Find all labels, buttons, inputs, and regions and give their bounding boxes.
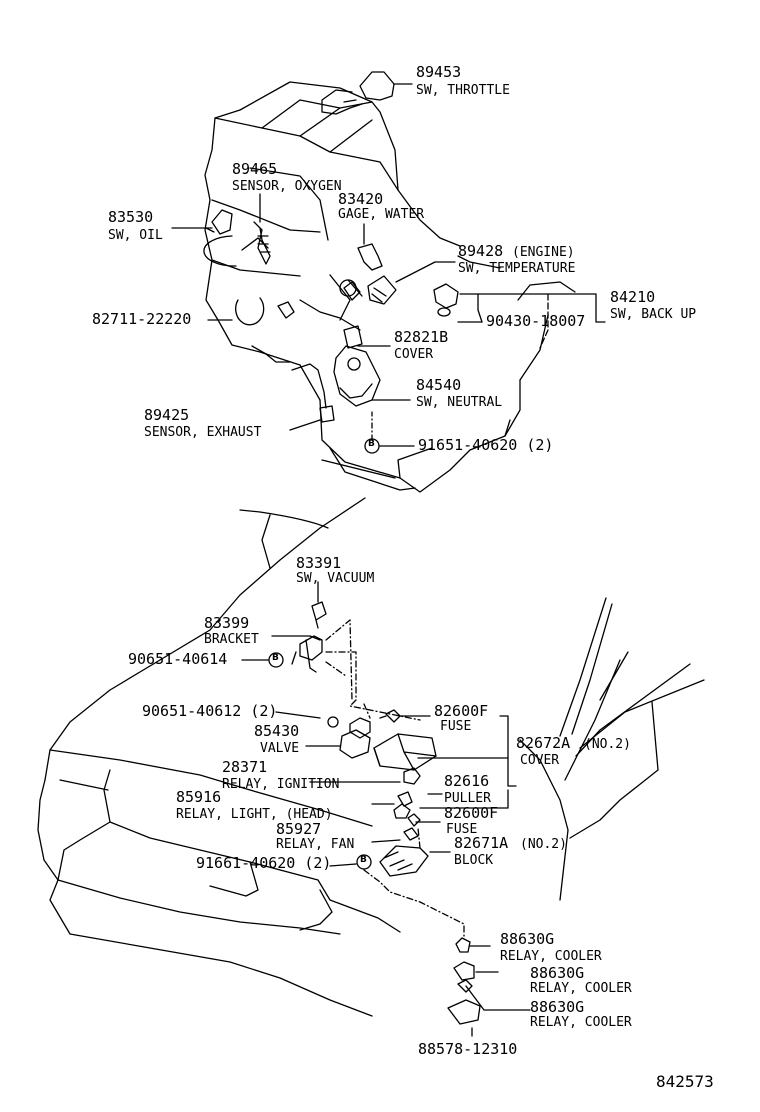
- part-number-82600F-lower: 82600F: [444, 804, 499, 822]
- part-number-88578: 88578-12310: [418, 1040, 518, 1058]
- part-name-89453: SW, THROTTLE: [416, 83, 510, 98]
- part-name-89425: SENSOR, EXHAUST: [144, 425, 262, 440]
- backup-switch: [433, 283, 459, 317]
- part-name-28371: RELAY, IGNITION: [222, 777, 340, 792]
- cooler-relays: [453, 937, 475, 993]
- part-number-89425: 89425: [144, 406, 190, 424]
- part-name-82616: PULLER: [444, 791, 491, 806]
- temperature-switch: [367, 275, 397, 305]
- relay-cover: [373, 733, 437, 771]
- part-name-82672A: COVER: [520, 753, 560, 768]
- valve: [327, 716, 371, 759]
- part-name-83530: SW, OIL: [108, 228, 163, 243]
- water-gage: [343, 243, 383, 301]
- part-name-89428: SW, TEMPERATURE: [458, 261, 576, 276]
- bolt-marker-block: [356, 854, 372, 870]
- bolt-marker-label-bracket: B: [272, 653, 279, 663]
- part-name-85927: RELAY, FAN: [276, 837, 355, 852]
- part-number-84540: 84540: [416, 376, 462, 394]
- exhaust-clamp: [235, 297, 295, 363]
- oil-switch: [205, 209, 233, 235]
- part-number-89465: 89465: [232, 160, 278, 178]
- part-number-82821B: 82821B: [394, 328, 449, 346]
- engine-block: [203, 81, 576, 493]
- part-name-82600F-lower: FUSE: [446, 822, 478, 837]
- ignition-relay: [403, 767, 421, 785]
- part-number-85916: 85916: [176, 788, 222, 806]
- part-suffix-82672A: (NO.2): [584, 737, 631, 752]
- part-number-88630G-2: 88630G: [530, 964, 585, 982]
- engine-leader-lines: [171, 83, 606, 447]
- figure-reference-number: 842573: [656, 1072, 714, 1091]
- head-light-relay: [393, 803, 411, 819]
- part-number-82600F-top: 82600F: [434, 702, 489, 720]
- part-number-83399: 83399: [204, 614, 250, 632]
- part-name-83399: BRACKET: [204, 632, 259, 647]
- part-number-89453: 89453: [416, 63, 462, 81]
- part-name-88630G-1: RELAY, COOLER: [500, 949, 602, 964]
- part-name-85430: VALVE: [260, 741, 300, 756]
- ecu-module: [447, 999, 481, 1025]
- oxygen-sensor: [253, 221, 271, 265]
- part-number-90651-40612: 90651-40612 (2): [142, 702, 278, 720]
- neutral-switch: [333, 325, 381, 407]
- fan-relay: [403, 827, 419, 841]
- bolt-marker-label-block: B: [360, 855, 367, 865]
- lower-leader-lines: [241, 581, 705, 1037]
- part-name-88630G-2: RELAY, COOLER: [530, 981, 632, 996]
- part-name-89465: SENSOR, OXYGEN: [232, 179, 342, 194]
- bolt-marker-label-engine: B: [368, 439, 375, 449]
- part-number-82671A: 82671A: [454, 834, 509, 852]
- body-outline: [37, 497, 659, 1017]
- part-number-85927: 85927: [276, 820, 322, 838]
- part-suffix-89428: (ENGINE): [512, 245, 575, 260]
- part-number-83420: 83420: [338, 190, 384, 208]
- bracket: [291, 635, 323, 673]
- part-number-82616: 82616: [444, 772, 490, 790]
- part-number-91661: 91661-40620 (2): [196, 854, 332, 872]
- part-number-83391: 83391: [296, 554, 342, 572]
- part-number-83530: 83530: [108, 208, 154, 226]
- fuse-lower: [407, 813, 421, 827]
- part-number-82672A: 82672A: [516, 734, 571, 752]
- part-name-82600F-top: FUSE: [440, 719, 472, 734]
- part-name-84210: SW, BACK UP: [610, 307, 697, 322]
- part-name-83391: SW, VACUUM: [296, 571, 375, 586]
- vacuum-switch: [311, 601, 327, 629]
- part-number-82711: 82711-22220: [92, 310, 192, 328]
- bolt-marker-bracket: [268, 652, 284, 668]
- part-suffix-82671A: (NO.2): [520, 837, 567, 852]
- part-number-91651: 91651-40620 (2): [418, 436, 554, 454]
- fuse-block: [379, 845, 429, 877]
- part-number-88630G-1: 88630G: [500, 930, 555, 948]
- part-number-84210: 84210: [610, 288, 656, 306]
- part-name-84540: SW, NEUTRAL: [416, 395, 503, 410]
- part-number-85430: 85430: [254, 722, 300, 740]
- throttle-switch: [321, 71, 395, 115]
- part-number-90430: 90430-18007: [486, 312, 586, 330]
- exhaust-sensor: [291, 363, 335, 423]
- part-name-82671A: BLOCK: [454, 853, 494, 868]
- part-name-82821B: COVER: [394, 347, 434, 362]
- puller: [397, 791, 413, 807]
- part-name-88630G-3: RELAY, COOLER: [530, 1015, 632, 1030]
- part-number-90651-40614: 90651-40614: [128, 650, 228, 668]
- part-number-88630G-3: 88630G: [530, 998, 585, 1016]
- part-number-28371: 28371: [222, 758, 268, 776]
- part-name-85916: RELAY, LIGHT, (HEAD): [176, 807, 333, 822]
- part-name-83420: GAGE, WATER: [338, 207, 425, 222]
- part-number-89428: 89428: [458, 242, 504, 260]
